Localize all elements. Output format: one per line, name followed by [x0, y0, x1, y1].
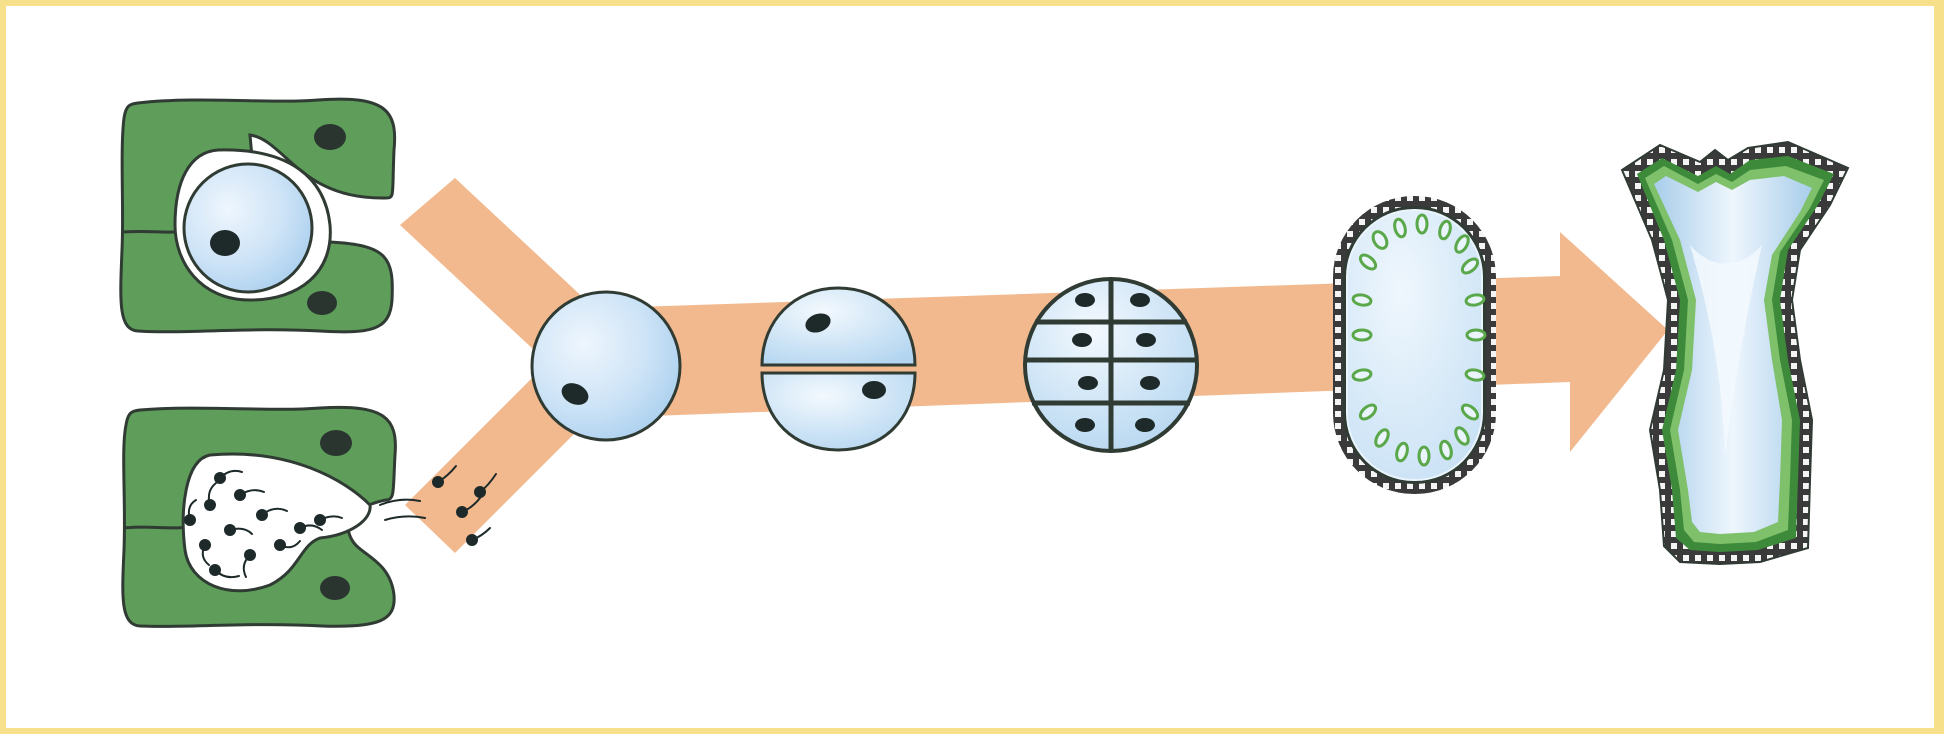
polyp-icon	[1622, 142, 1848, 564]
egg-in-parent-tissue-icon	[121, 99, 395, 332]
zygote-icon	[532, 292, 680, 440]
eight-cell-stage-icon	[1025, 279, 1197, 451]
blastula-icon	[1333, 196, 1496, 494]
